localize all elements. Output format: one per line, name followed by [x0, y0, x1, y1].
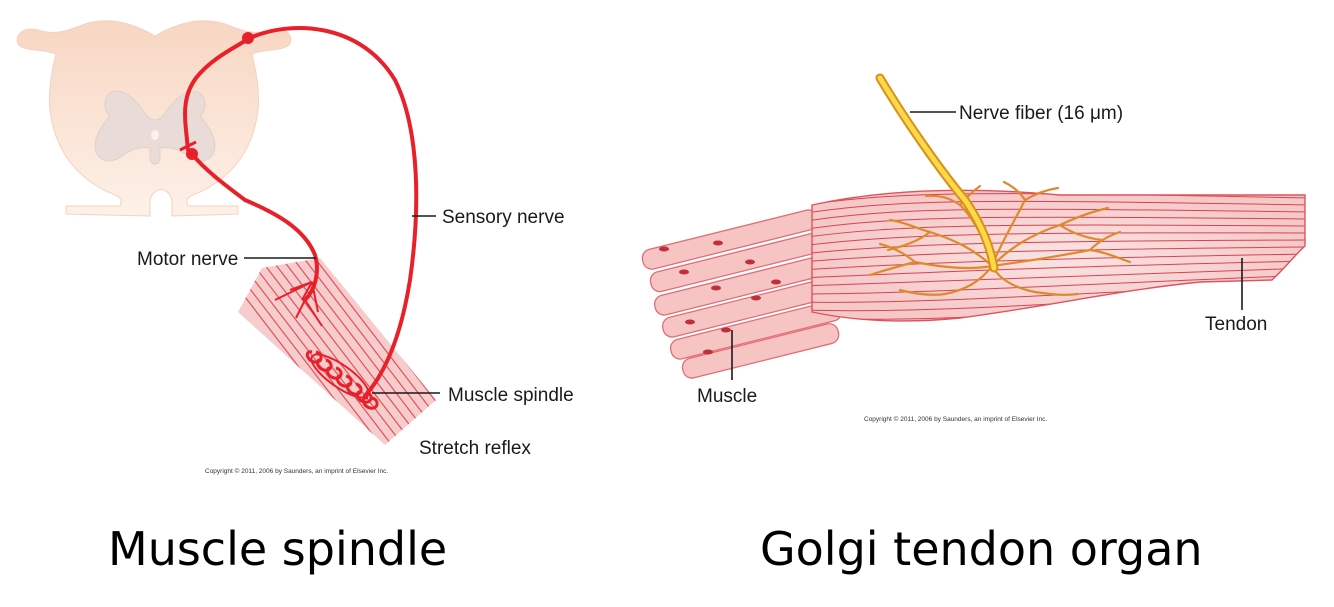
muscle-label: Muscle — [697, 386, 757, 407]
golgi-tendon-organ-figure: Nerve fiber (16 μm) Tendon Muscle Copyri… — [641, 73, 1306, 423]
spinal-cord-section — [16, 20, 292, 217]
muscle-spindle-label: Muscle spindle — [448, 385, 574, 406]
muscle-spindle-coil — [305, 350, 379, 410]
muscle-spindle-caption: Muscle spindle — [108, 522, 447, 576]
sensory-nerve-path — [183, 26, 419, 398]
skeletal-muscle-block — [238, 258, 436, 445]
left-copyright: Copyright © 2011, 2006 by Saunders, an i… — [205, 467, 388, 475]
motor-nerve-label: Motor nerve — [137, 249, 238, 270]
motor-nerve-path — [179, 140, 323, 327]
muscle-spindle-figure: Sensory nerve Motor nerve Muscle spindle… — [16, 20, 574, 475]
nerve-fiber-label: Nerve fiber (16 μm) — [959, 103, 1123, 124]
stretch-reflex-label: Stretch reflex — [419, 438, 531, 459]
tendon-label: Tendon — [1205, 314, 1267, 335]
sensory-nerve-label: Sensory nerve — [442, 207, 565, 228]
nerve-fiber — [875, 73, 999, 273]
right-copyright: Copyright © 2011, 2006 by Saunders, an i… — [864, 415, 1047, 423]
golgi-tendon-organ-caption: Golgi tendon organ — [760, 522, 1203, 576]
muscle-fascicles — [641, 209, 843, 379]
